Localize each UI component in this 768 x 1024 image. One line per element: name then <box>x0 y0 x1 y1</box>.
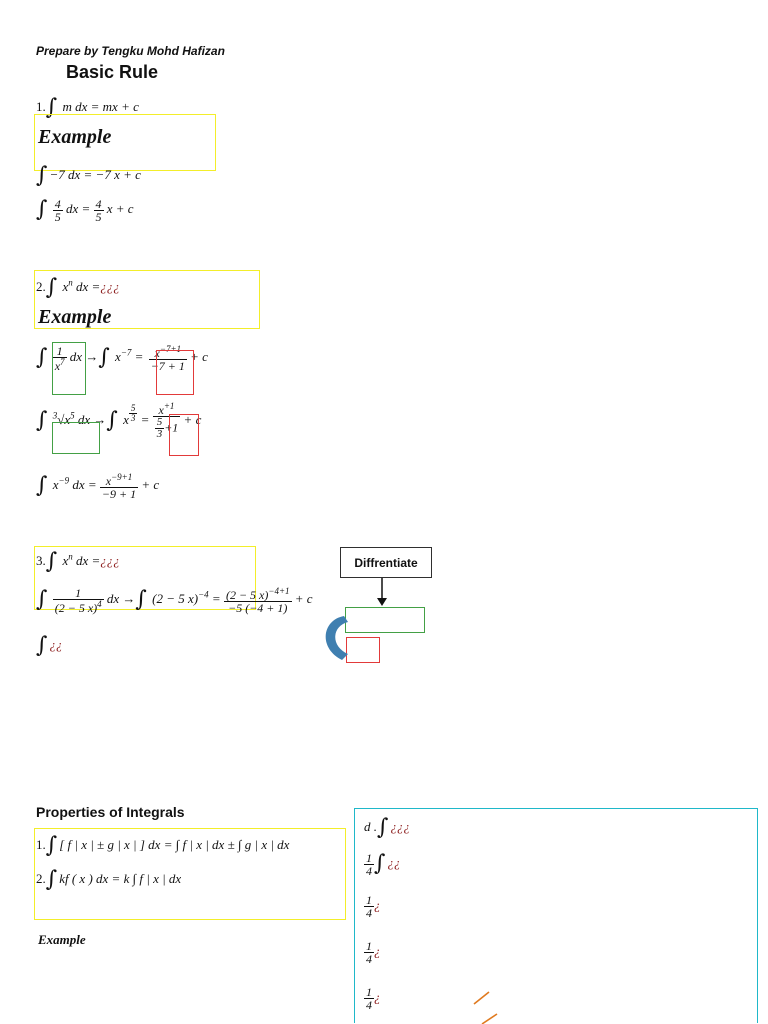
differentiate-box: Diffrentiate <box>340 547 432 578</box>
page-title: Basic Rule <box>66 62 159 82</box>
example-6: ∫ 1(2 − 5 x)4 dx →∫ (2 − 5 x)−4 = (2 − 5… <box>36 585 313 615</box>
green-box-3 <box>345 607 425 633</box>
right-panel <box>354 808 758 1023</box>
properties-highlight <box>34 828 346 920</box>
rule-2-highlight <box>34 270 260 329</box>
author-line: Prepare by Tengku Mohd Hafizan <box>36 44 225 58</box>
green-box-2 <box>52 422 100 454</box>
red-box-3 <box>346 637 380 663</box>
down-arrow-icon <box>377 578 387 606</box>
green-box-1 <box>52 342 86 395</box>
differentiate-label: Diffrentiate <box>354 555 418 570</box>
rule-2: 2.∫ xn dx =¿¿¿ <box>36 275 120 300</box>
rule-1: 1.∫ m dx = mx + c <box>36 95 139 120</box>
curved-arrow-icon <box>325 616 348 660</box>
example-label-1: Example <box>38 126 112 148</box>
red-box-1 <box>156 350 194 395</box>
example-5: ∫ x−9 dx = x−9+1−9 + 1 + c <box>36 471 160 501</box>
example-1: ∫−7 dx = −7 x + c <box>36 163 141 188</box>
property-1: 1.∫[ f | x | ± g | x | ] dx = ∫ f | x | … <box>36 833 290 858</box>
panel-line-1: d .∫¿¿¿ <box>364 815 410 840</box>
properties-example-label: Example <box>38 932 86 947</box>
example-highlight-1 <box>34 114 216 171</box>
red-box-2 <box>169 414 199 456</box>
rule-3: 3.∫ xn dx =¿¿¿ <box>36 549 120 574</box>
properties-heading: Properties of Integrals <box>36 804 185 820</box>
rule-3-highlight <box>34 546 256 610</box>
example-label-2: Example <box>38 306 112 328</box>
example-7: ∫¿¿ <box>36 633 63 658</box>
property-2: 2.∫kf ( x ) dx = k ∫ f | x | dx <box>36 867 182 892</box>
pen-stroke-icon <box>473 991 498 1024</box>
